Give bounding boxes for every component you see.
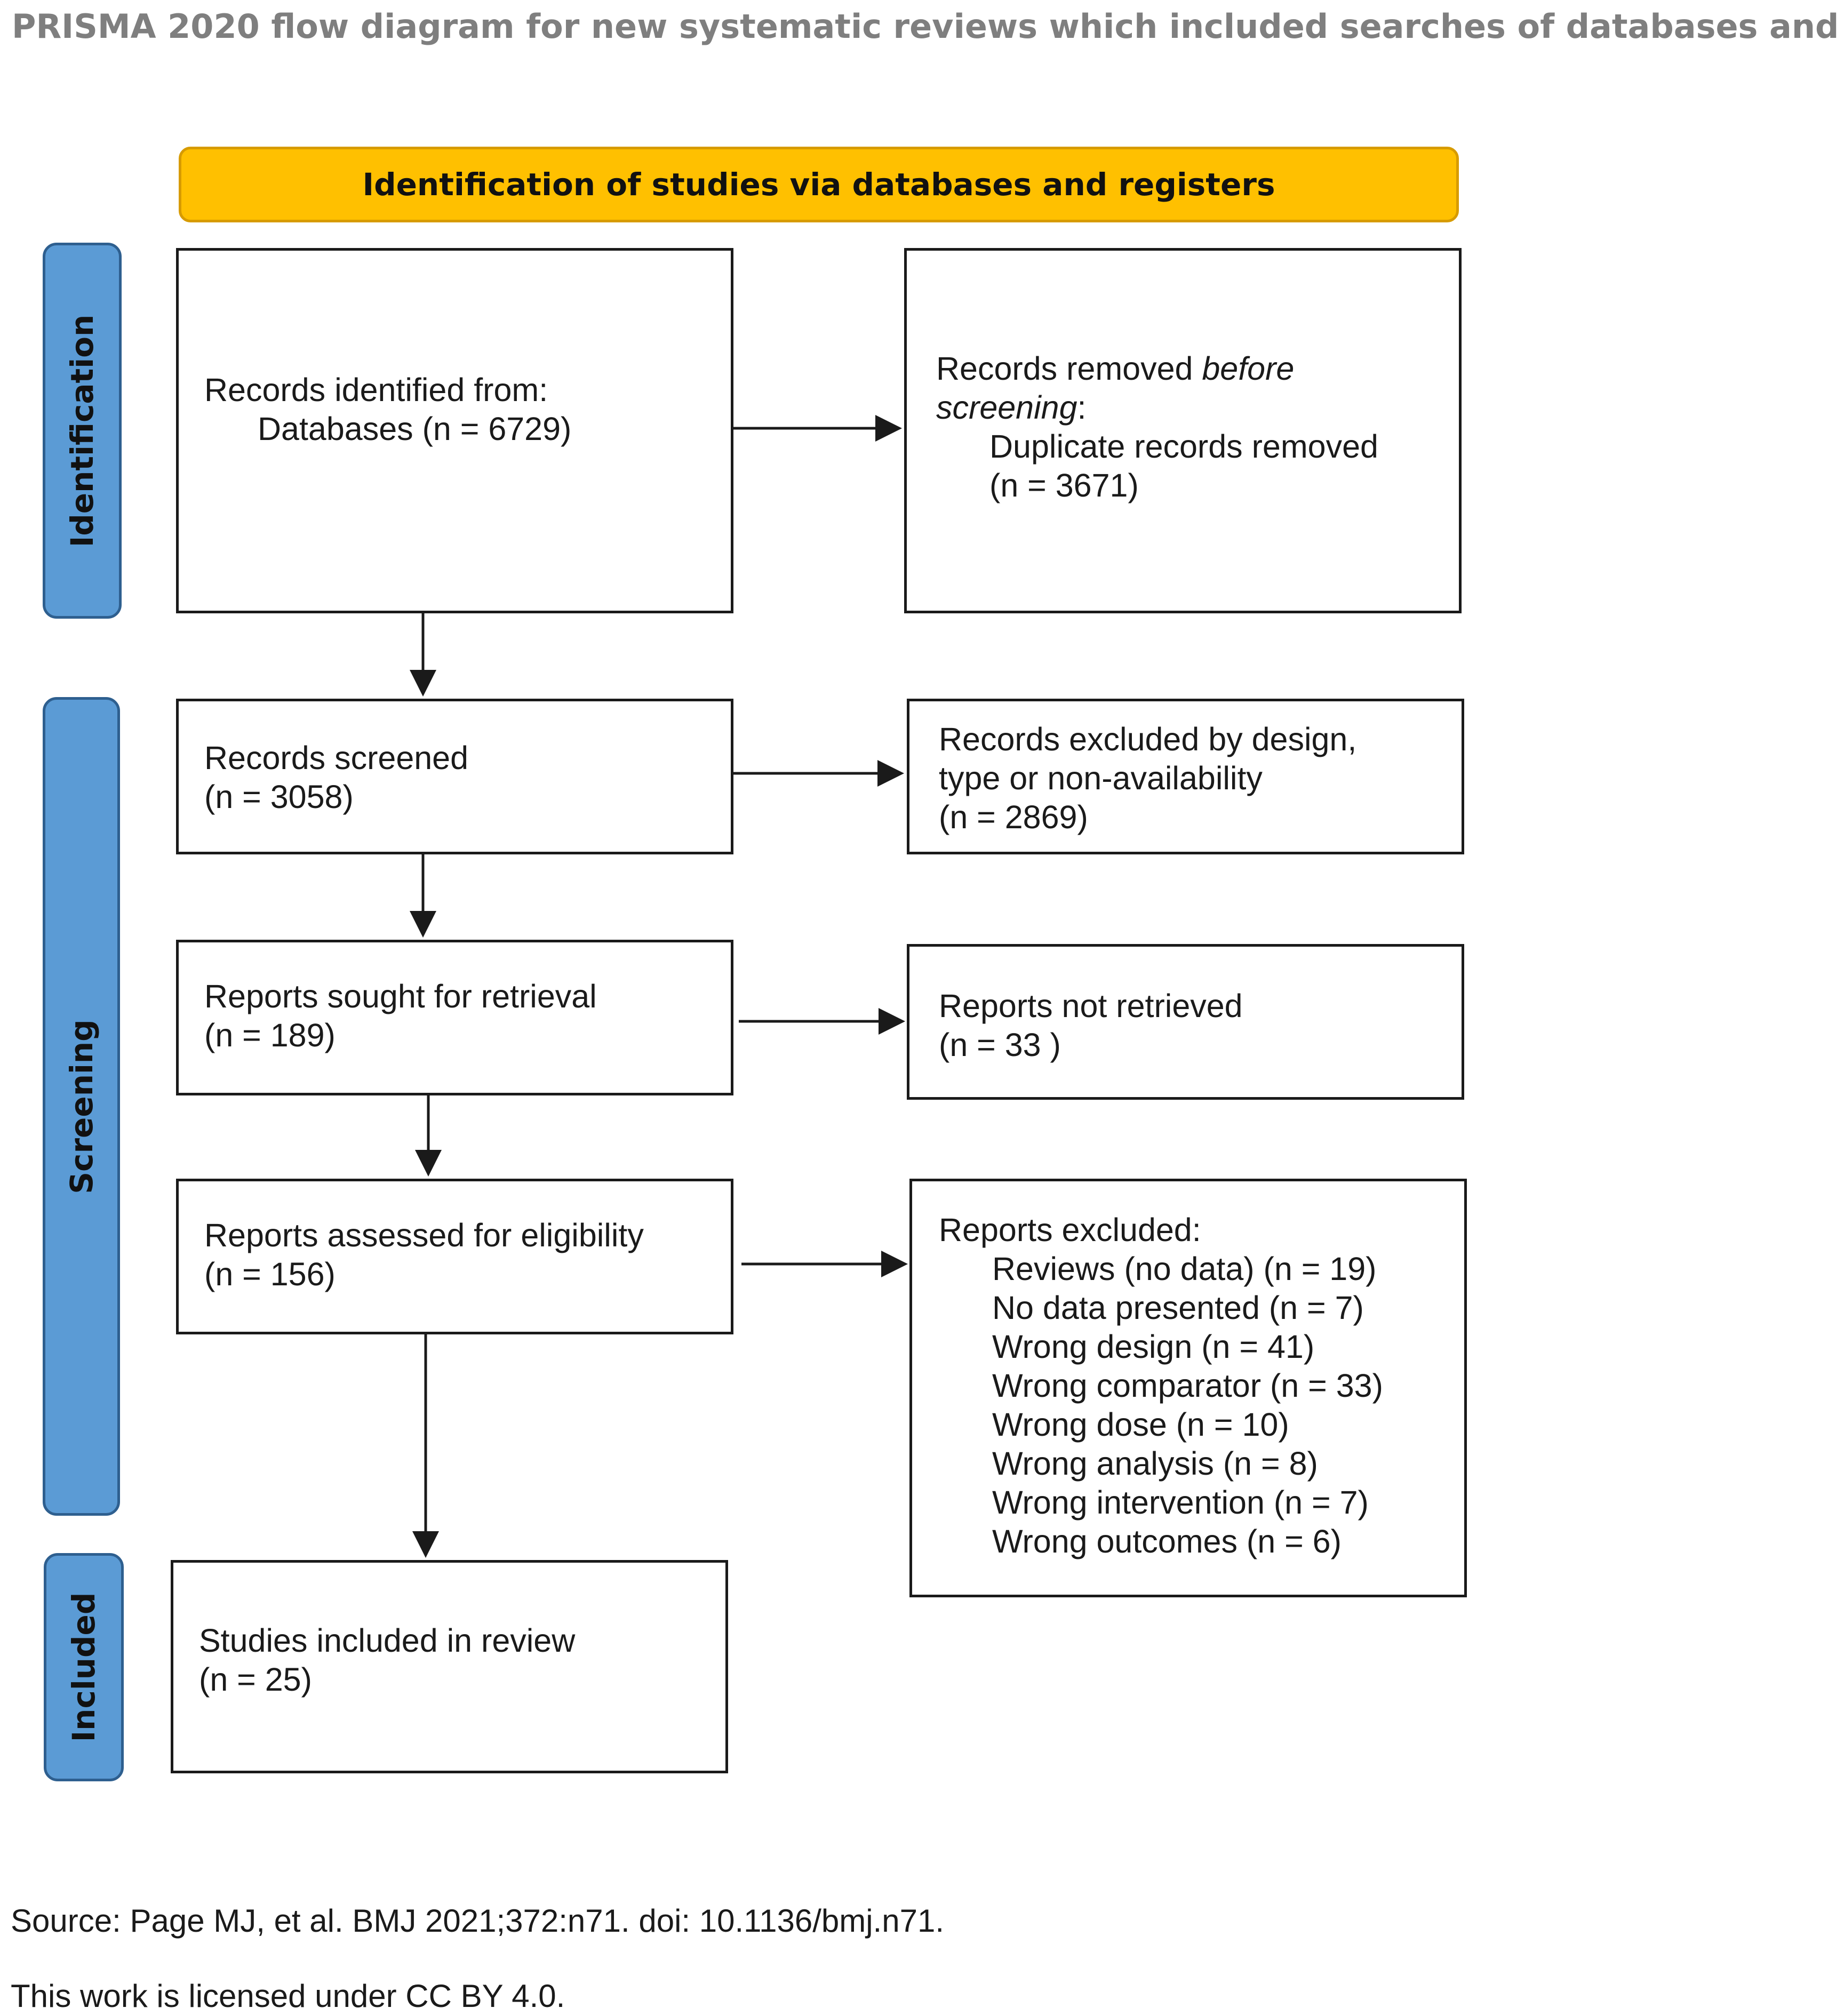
records-excluded-design-box: Records excluded by design, type or non-… xyxy=(907,699,1464,854)
reports-not-retrieved-box: Reports not retrieved (n = 33 ) xyxy=(907,944,1464,1100)
records-excluded-design-count: (n = 2869) xyxy=(939,799,1088,835)
exclusion-reason-reviews: Reviews (no data) (n = 19) xyxy=(992,1251,1377,1287)
studies-included-box: Studies included in review (n = 25) xyxy=(171,1560,728,1773)
records-screened-count: (n = 3058) xyxy=(204,779,354,815)
identification-banner: Identification of studies via databases … xyxy=(179,147,1459,222)
phase-label-included-text: Included xyxy=(66,1592,102,1742)
records-removed-box: Records removed before screening: Duplic… xyxy=(904,248,1462,613)
banner-label: Identification of studies via databases … xyxy=(362,166,1275,203)
exclusion-reason-analysis: Wrong analysis (n = 8) xyxy=(992,1445,1318,1482)
records-removed-subheading: screening: xyxy=(936,388,1459,427)
records-removed-subheading-suffix: : xyxy=(1077,389,1087,426)
records-excluded-design-line2: type or non-availability xyxy=(939,760,1263,796)
records-identified-count: Databases (n = 6729) xyxy=(258,411,572,447)
reports-not-retrieved-label: Reports not retrieved xyxy=(939,988,1243,1024)
records-excluded-design-line1: Records excluded by design, xyxy=(939,721,1357,757)
reports-assessed-count: (n = 156) xyxy=(204,1256,336,1292)
reports-sought-count: (n = 189) xyxy=(204,1017,336,1053)
records-identified-heading: Records identified from: xyxy=(204,372,548,408)
reports-excluded-box: Reports excluded: Reviews (no data) (n =… xyxy=(909,1179,1467,1597)
reports-sought-box: Reports sought for retrieval (n = 189) xyxy=(176,940,733,1095)
reports-assessed-label: Reports assessed for eligibility xyxy=(204,1217,644,1253)
phase-label-identification-text: Identification xyxy=(64,314,100,547)
exclusion-reason-intervention: Wrong intervention (n = 7) xyxy=(992,1484,1369,1521)
phase-label-screening-text: Screening xyxy=(63,1019,100,1194)
reports-excluded-heading: Reports excluded: xyxy=(939,1212,1201,1248)
records-identified-box: Records identified from: Databases (n = … xyxy=(176,248,733,613)
page-title: PRISMA 2020 flow diagram for new systema… xyxy=(12,7,1844,46)
exclusion-reason-dose: Wrong dose (n = 10) xyxy=(992,1406,1289,1443)
reports-not-retrieved-count: (n = 33 ) xyxy=(939,1027,1061,1063)
records-removed-subheading-italic: screening xyxy=(936,389,1077,426)
license-note: This work is licensed under CC BY 4.0. xyxy=(11,1978,565,2014)
records-removed-heading-italic: before xyxy=(1202,350,1295,387)
exclusion-reason-comparator: Wrong comparator (n = 33) xyxy=(992,1367,1383,1404)
reports-sought-label: Reports sought for retrieval xyxy=(204,978,597,1014)
duplicates-removed-label: Duplicate records removed xyxy=(989,428,1378,465)
records-removed-heading: Records removed before xyxy=(936,349,1459,388)
phase-label-identification: Identification xyxy=(43,243,122,619)
exclusion-reason-no-data: No data presented (n = 7) xyxy=(992,1290,1364,1326)
records-screened-box: Records screened (n = 3058) xyxy=(176,699,733,854)
exclusion-reason-design: Wrong design (n = 41) xyxy=(992,1329,1315,1365)
records-removed-heading-text: Records removed xyxy=(936,350,1202,387)
reports-assessed-box: Reports assessed for eligibility (n = 15… xyxy=(176,1179,733,1334)
source-citation: Source: Page MJ, et al. BMJ 2021;372:n71… xyxy=(11,1903,944,1939)
studies-included-label: Studies included in review xyxy=(199,1622,576,1659)
phase-label-included: Included xyxy=(44,1553,124,1781)
studies-included-count: (n = 25) xyxy=(199,1661,312,1698)
records-screened-label: Records screened xyxy=(204,740,469,776)
duplicates-removed-count: (n = 3671) xyxy=(989,467,1139,503)
phase-label-screening: Screening xyxy=(43,697,120,1516)
exclusion-reason-outcomes: Wrong outcomes (n = 6) xyxy=(992,1523,1342,1559)
